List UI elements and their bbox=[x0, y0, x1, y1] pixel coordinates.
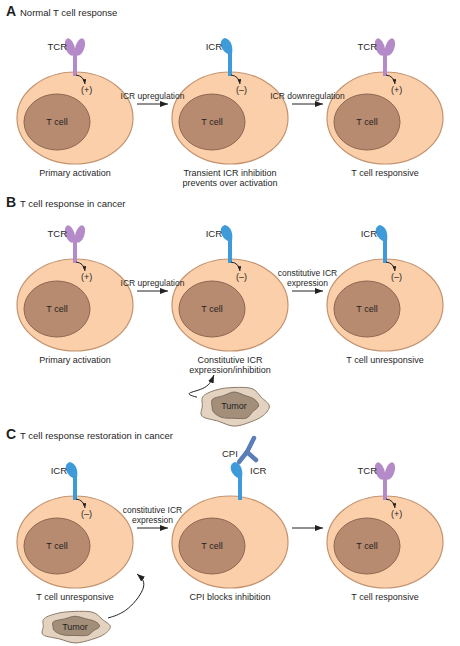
t-cell: ICR (–) Constitutive ICR expression/inhibi… bbox=[168, 225, 292, 375]
cell-caption: Primary activation bbox=[10, 168, 140, 178]
tumor-label: Tumor bbox=[221, 401, 247, 411]
tumor-label: Tumor bbox=[62, 622, 88, 632]
t-cell: ICR CPI blocks inhibition T cell bbox=[168, 462, 292, 602]
connector-arrow bbox=[137, 291, 168, 292]
cell-membrane bbox=[172, 496, 288, 588]
activity-sign: (–) bbox=[81, 509, 92, 519]
t-cell: ICR (–) T cell unresponsive T cell bbox=[323, 225, 447, 365]
receptor-label: ICR bbox=[250, 466, 266, 476]
receptor-label: TCR bbox=[35, 229, 67, 239]
cell-caption: CPI blocks inhibition bbox=[165, 592, 295, 602]
signal-arrow bbox=[386, 262, 395, 271]
activity-sign: (+) bbox=[391, 85, 402, 95]
nucleus-label: T cell bbox=[356, 304, 377, 314]
panel-letter: A bbox=[6, 3, 16, 19]
panel-title: Normal T cell response bbox=[20, 7, 117, 18]
cell-caption: Constitutive ICR expression/inhibition bbox=[165, 355, 295, 375]
cell-nucleus: T cell bbox=[333, 280, 401, 338]
edge-label: ICR upregulation bbox=[121, 92, 185, 102]
cell-nucleus: T cell bbox=[178, 280, 246, 338]
t-cell: TCR (+) Primary activation T cell bbox=[13, 38, 137, 178]
icr-receptor bbox=[376, 225, 388, 263]
cell-nucleus: T cell bbox=[178, 517, 246, 575]
connector-arrow bbox=[137, 528, 168, 529]
cell-nucleus: T cell bbox=[23, 517, 91, 575]
antibody-label: CPI bbox=[222, 448, 238, 459]
cell-nucleus: T cell bbox=[178, 93, 246, 151]
t-cell: ICR (–) T cell unresponsive T cell bbox=[13, 462, 137, 602]
receptor-label: ICR bbox=[190, 42, 222, 52]
cell-nucleus: T cell bbox=[23, 280, 91, 338]
receptor-label: TCR bbox=[345, 466, 377, 476]
cell-caption: T cell unresponsive bbox=[320, 355, 450, 365]
cell-caption: Transient ICR inhibition prevents over a… bbox=[165, 168, 295, 188]
cell-caption: T cell responsive bbox=[320, 592, 450, 602]
cell-membrane bbox=[327, 72, 443, 164]
activity-sign: (+) bbox=[81, 85, 92, 95]
nucleus-label: T cell bbox=[46, 541, 67, 551]
t-cell: TCR (+) T cell responsive T cell bbox=[323, 462, 447, 602]
nucleus-label: T cell bbox=[46, 304, 67, 314]
cell-membrane bbox=[327, 496, 443, 588]
cell-nucleus: T cell bbox=[23, 93, 91, 151]
edge-label: ICR upregulation bbox=[121, 279, 185, 289]
connector-arrow bbox=[292, 291, 323, 292]
activity-sign: (–) bbox=[236, 272, 247, 282]
cell-membrane bbox=[172, 259, 288, 351]
nucleus-label: T cell bbox=[201, 541, 222, 551]
nucleus-label: T cell bbox=[201, 304, 222, 314]
tumor-cell: Tumor bbox=[197, 384, 271, 428]
signal-arrow bbox=[231, 262, 240, 271]
nucleus-label: T cell bbox=[46, 117, 67, 127]
icr-receptor bbox=[66, 462, 78, 500]
receptor-label: TCR bbox=[35, 42, 67, 52]
cell-membrane bbox=[172, 72, 288, 164]
receptor-label: TCR bbox=[345, 42, 377, 52]
cell-membrane bbox=[17, 259, 133, 351]
icr-receptor bbox=[221, 38, 233, 76]
edge-label: ICR downregulation bbox=[270, 92, 345, 102]
t-cell: TCR (+) Primary activation T cell bbox=[13, 225, 137, 365]
connector-arrow bbox=[292, 528, 323, 529]
panel-letter: B bbox=[6, 194, 16, 210]
icr-receptor bbox=[231, 462, 243, 500]
panel-title: T cell response restoration in cancer bbox=[20, 430, 173, 441]
connector-arrow bbox=[292, 104, 323, 105]
signal-arrow bbox=[76, 75, 85, 84]
cell-nucleus: T cell bbox=[333, 93, 401, 151]
edge-label: constitutive ICR expression bbox=[108, 506, 198, 525]
edge-label: constitutive ICR expression bbox=[263, 269, 353, 288]
signal-arrow bbox=[76, 499, 85, 508]
signal-arrow bbox=[76, 262, 85, 271]
cell-membrane bbox=[17, 72, 133, 164]
connector-arrow bbox=[137, 104, 168, 105]
antibody-symbol bbox=[239, 438, 256, 462]
t-cell: TCR (+) T cell responsive T cell bbox=[323, 38, 447, 178]
activity-sign: (+) bbox=[81, 272, 92, 282]
cell-membrane bbox=[17, 496, 133, 588]
receptor-label: ICR bbox=[35, 466, 67, 476]
t-cell: ICR (–) Transient ICR inhibition prevents … bbox=[168, 38, 292, 188]
panel-title: T cell response in cancer bbox=[20, 198, 125, 209]
activity-sign: (–) bbox=[391, 272, 402, 282]
nucleus-label: T cell bbox=[356, 117, 377, 127]
nucleus-label: T cell bbox=[201, 117, 222, 127]
activity-sign: (–) bbox=[236, 85, 247, 95]
signal-arrow bbox=[386, 499, 395, 508]
nucleus-label: T cell bbox=[356, 541, 377, 551]
panel-letter: C bbox=[6, 426, 16, 442]
cell-caption: T cell unresponsive bbox=[10, 592, 140, 602]
signal-arrow bbox=[386, 75, 395, 84]
tumor-cell: Tumor bbox=[38, 608, 112, 645]
icr-receptor bbox=[221, 225, 233, 263]
activity-sign: (+) bbox=[391, 509, 402, 519]
cell-caption: T cell responsive bbox=[320, 168, 450, 178]
cell-nucleus: T cell bbox=[333, 517, 401, 575]
cell-caption: Primary activation bbox=[10, 355, 140, 365]
receptor-label: ICR bbox=[345, 229, 377, 239]
cell-membrane bbox=[327, 259, 443, 351]
signal-arrow bbox=[231, 75, 240, 84]
receptor-label: ICR bbox=[190, 229, 222, 239]
